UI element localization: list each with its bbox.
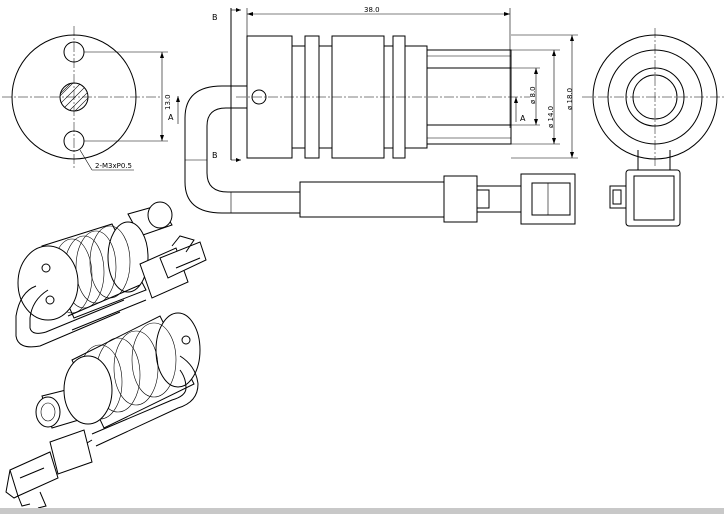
bottom-bar [0, 508, 724, 514]
section-a-left-label: A [168, 113, 174, 122]
bore-diameter-dimension: ø 8.0 [529, 86, 537, 104]
side-view: 38.0 B B A ø 18.0 [168, 6, 578, 225]
outer-diameter-dimension: ø 18.0 [566, 88, 574, 110]
length-dimension: 38.0 [364, 6, 380, 14]
thread-note: 2-M3xP0.5 [95, 162, 132, 170]
isometric-view-bottom [5, 312, 201, 509]
right-end-view [582, 28, 724, 227]
body-diameter-dimension: ø 14.0 [547, 106, 555, 128]
isometric-view-top [15, 201, 207, 348]
hole-spacing-dimension: 13.0 [164, 94, 172, 110]
left-end-view: 13.0 2-M3xP0.5 [2, 26, 172, 171]
section-b-top-label: B [212, 13, 218, 22]
section-a-right-label: A [520, 114, 526, 123]
section-b-bottom-label: B [212, 151, 218, 160]
